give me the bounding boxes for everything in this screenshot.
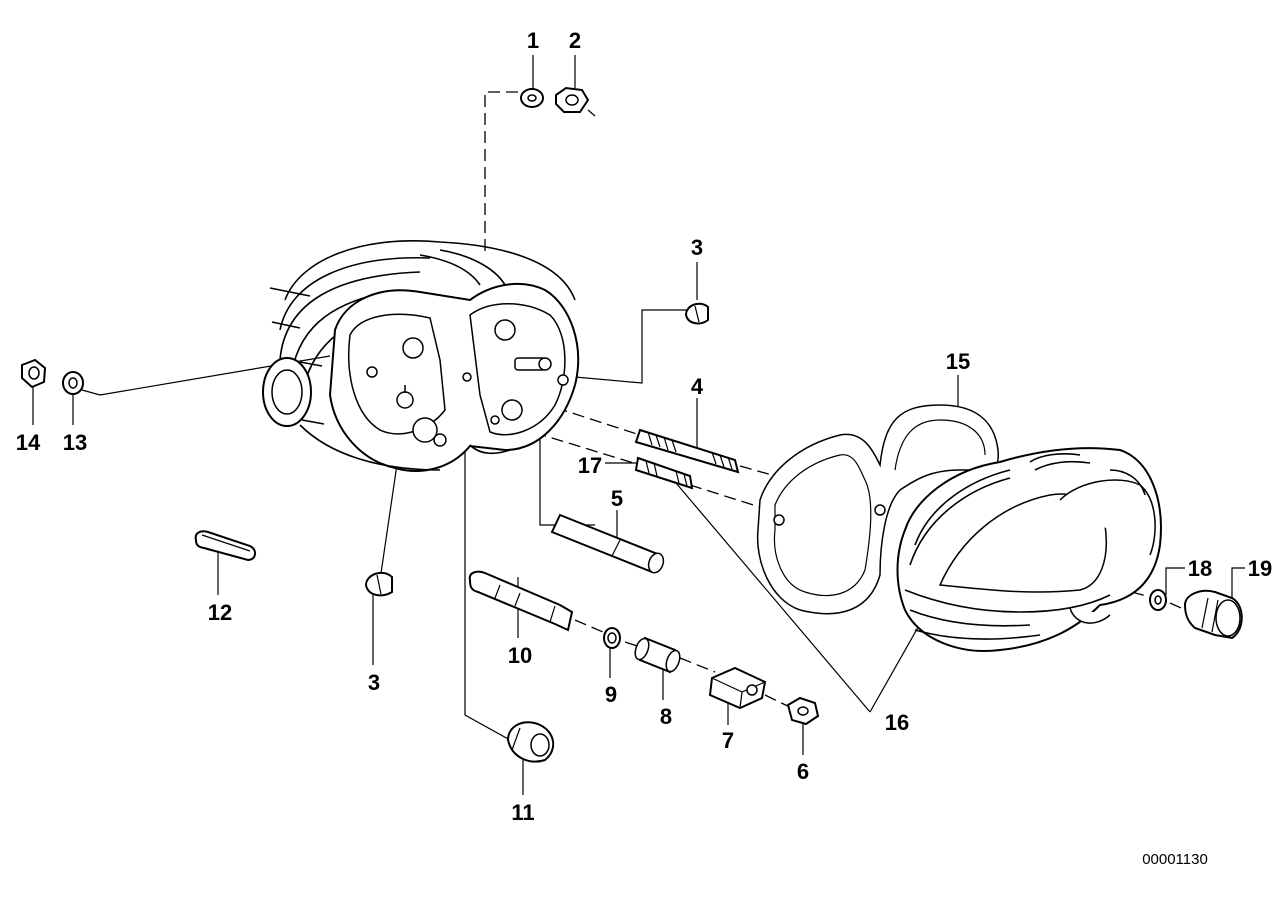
part-6-nut (786, 696, 820, 726)
callout-9: 9 (605, 682, 617, 707)
callout-5: 5 (611, 486, 623, 511)
part-9-washer (603, 627, 621, 649)
callout-14: 14 (16, 430, 41, 455)
part-13-washer (62, 371, 84, 395)
part-5-tube (550, 513, 665, 574)
cylinder-head (262, 240, 580, 472)
callout-10: 10 (508, 643, 532, 668)
valve-cover-gasket (756, 404, 999, 615)
part-4-stud (634, 428, 740, 474)
callout-7: 7 (722, 728, 734, 753)
valve-cover (896, 447, 1162, 652)
part-3-clip-top (684, 302, 709, 325)
part-1-washer (520, 88, 544, 108)
part-10-bolt (468, 570, 574, 632)
callout-19: 19 (1248, 556, 1272, 581)
callout-4: 4 (691, 374, 704, 399)
callout-6: 6 (797, 759, 809, 784)
callout-3-bottom: 3 (368, 670, 380, 695)
callout-17: 17 (578, 453, 602, 478)
diagram-reference-number: 00001130 (1142, 851, 1208, 868)
leader-lines (32, 55, 1245, 795)
callout-11: 11 (511, 800, 534, 825)
part-8-sleeve (634, 636, 681, 674)
callout-8: 8 (660, 704, 672, 729)
part-14-nut (21, 358, 47, 389)
callout-labels: 1 2 3 4 15 17 5 14 13 12 3 10 9 8 7 6 11… (16, 28, 1272, 825)
callout-12: 12 (208, 600, 232, 625)
callout-15: 15 (946, 349, 970, 374)
callout-16: 16 (885, 710, 909, 735)
part-19-cap-nut (1183, 589, 1243, 640)
part-11-cap-nut (506, 721, 555, 763)
part-17-stud (634, 456, 694, 490)
callout-3-top: 3 (691, 235, 703, 260)
callout-2: 2 (569, 28, 581, 53)
part-2-nut (555, 86, 596, 117)
callout-1: 1 (527, 28, 539, 53)
part-12-pin (194, 530, 256, 562)
callout-13: 13 (63, 430, 87, 455)
part-18-washer (1149, 589, 1167, 611)
callout-18: 18 (1188, 556, 1212, 581)
part-7-block (708, 666, 767, 710)
part-3-clip-bottom (364, 571, 393, 597)
